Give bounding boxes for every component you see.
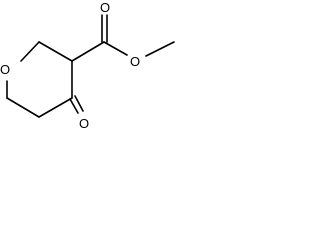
bond-ester-carbon-to-oxygen [103, 41, 128, 56]
chemical-structure-diagram: O O O O [0, 0, 175, 131]
bond-c3-to-ester-carbon [71, 41, 105, 62]
bond-c2-to-c3 [38, 41, 73, 62]
bond-c5-to-c6 [6, 97, 40, 118]
bond-ester-oxygen-to-methyl [145, 41, 175, 57]
bond-ring-o-to-c2 [20, 41, 40, 62]
ring-oxygen-label: O [0, 62, 10, 77]
ester-oxygen-label: O [130, 54, 140, 69]
carbonyl-oxygen-label: O [100, 0, 110, 15]
ketone-oxygen-label: O [79, 116, 89, 131]
bond-c4-to-c5 [38, 97, 73, 118]
bond-ketone-double-2 [74, 95, 84, 112]
bond-ketone-double-1 [69, 98, 79, 114]
